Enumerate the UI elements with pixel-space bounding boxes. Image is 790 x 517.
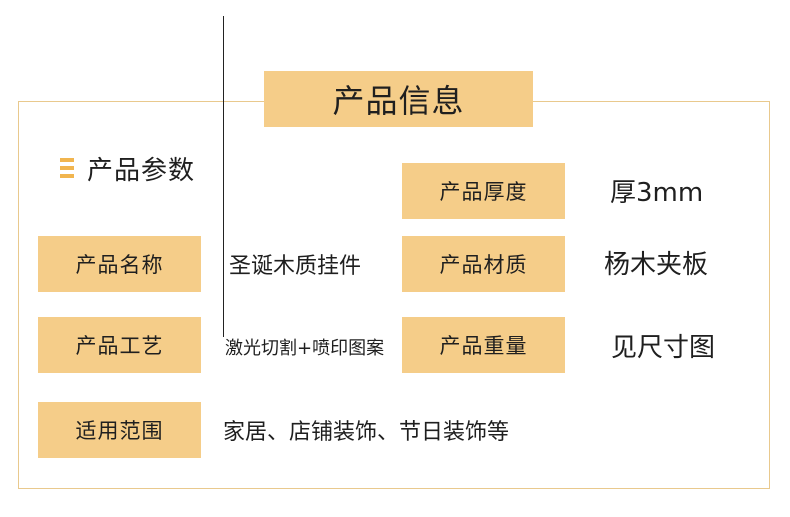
value-material: 杨木夹板 bbox=[604, 249, 709, 280]
label-material: 产品材质 bbox=[402, 236, 565, 292]
value-name: 圣诞木质挂件 bbox=[229, 254, 362, 279]
section-header: 产品参数 bbox=[60, 150, 195, 186]
label-thickness: 产品厚度 bbox=[402, 163, 565, 219]
label-name: 产品名称 bbox=[38, 236, 201, 292]
menu-lines-icon bbox=[60, 158, 74, 178]
value-thickness: 厚3mm bbox=[610, 177, 704, 208]
page-title: 产品信息 bbox=[264, 71, 533, 127]
value-usage: 家居、店铺装饰、节日装饰等 bbox=[223, 420, 510, 445]
value-craft: 激光切割+喷印图案 bbox=[225, 338, 385, 359]
label-craft: 产品工艺 bbox=[38, 317, 201, 373]
section-title: 产品参数 bbox=[87, 155, 196, 186]
value-weight: 见尺寸图 bbox=[611, 332, 716, 363]
divider-line bbox=[223, 16, 224, 337]
label-usage: 适用范围 bbox=[38, 402, 201, 458]
label-weight: 产品重量 bbox=[402, 317, 565, 373]
